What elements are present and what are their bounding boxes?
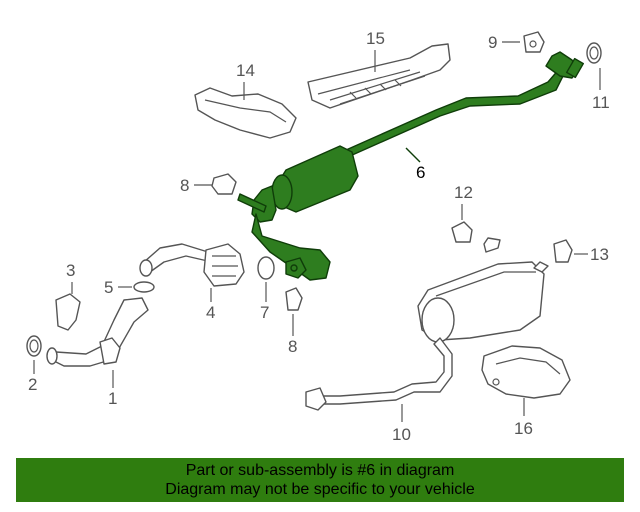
callout-9: 9 [488, 33, 497, 52]
callout-2: 2 [28, 375, 37, 394]
callout-12: 12 [454, 183, 473, 202]
callout-8-lower: 8 [288, 337, 297, 356]
part-8-upper-hanger [211, 173, 237, 195]
part-10-rear-muffler [305, 237, 549, 411]
callout-13: 13 [590, 245, 609, 264]
part-4-front-pipe [139, 243, 245, 287]
callout-10: 10 [392, 425, 411, 444]
part-5-gasket [133, 281, 155, 293]
banner-line-2: Diagram may not be specific to your vehi… [165, 481, 475, 498]
part-7-gasket [257, 256, 275, 280]
info-banner: Part or sub-assembly is #6 in diagram Di… [16, 458, 624, 502]
banner-line-1: Part or sub-assembly is #6 in diagram [185, 462, 455, 479]
callout-1: 1 [108, 389, 117, 408]
part-1-front-pipe [46, 297, 149, 367]
callout-3: 3 [66, 261, 75, 280]
callout-16: 16 [514, 419, 533, 438]
part-8-lower-gasket [285, 287, 303, 311]
part-11-gasket [586, 42, 602, 64]
callout-8-upper: 8 [180, 176, 189, 195]
part-6-center-pipe-assembly [237, 51, 585, 281]
callout-15: 15 [366, 29, 385, 48]
callout-14: 14 [236, 61, 255, 80]
part-2-gasket [26, 335, 42, 357]
part-14-heat-shield [194, 87, 297, 139]
part-12-hanger [451, 221, 473, 243]
part-15-heat-shield [307, 43, 451, 109]
callout-7: 7 [260, 303, 269, 322]
callout-6: 6 [416, 163, 425, 182]
callout-4: 4 [206, 303, 215, 322]
exhaust-system-diagram: 15 14 9 11 6 8 12 [26, 29, 610, 444]
part-9-hanger [523, 31, 545, 53]
callout-11: 11 [592, 93, 610, 112]
part-13-hanger [553, 239, 573, 263]
part-16-heat-shield [481, 345, 571, 399]
part-3-bracket [55, 293, 81, 331]
callout-5: 5 [104, 278, 113, 297]
